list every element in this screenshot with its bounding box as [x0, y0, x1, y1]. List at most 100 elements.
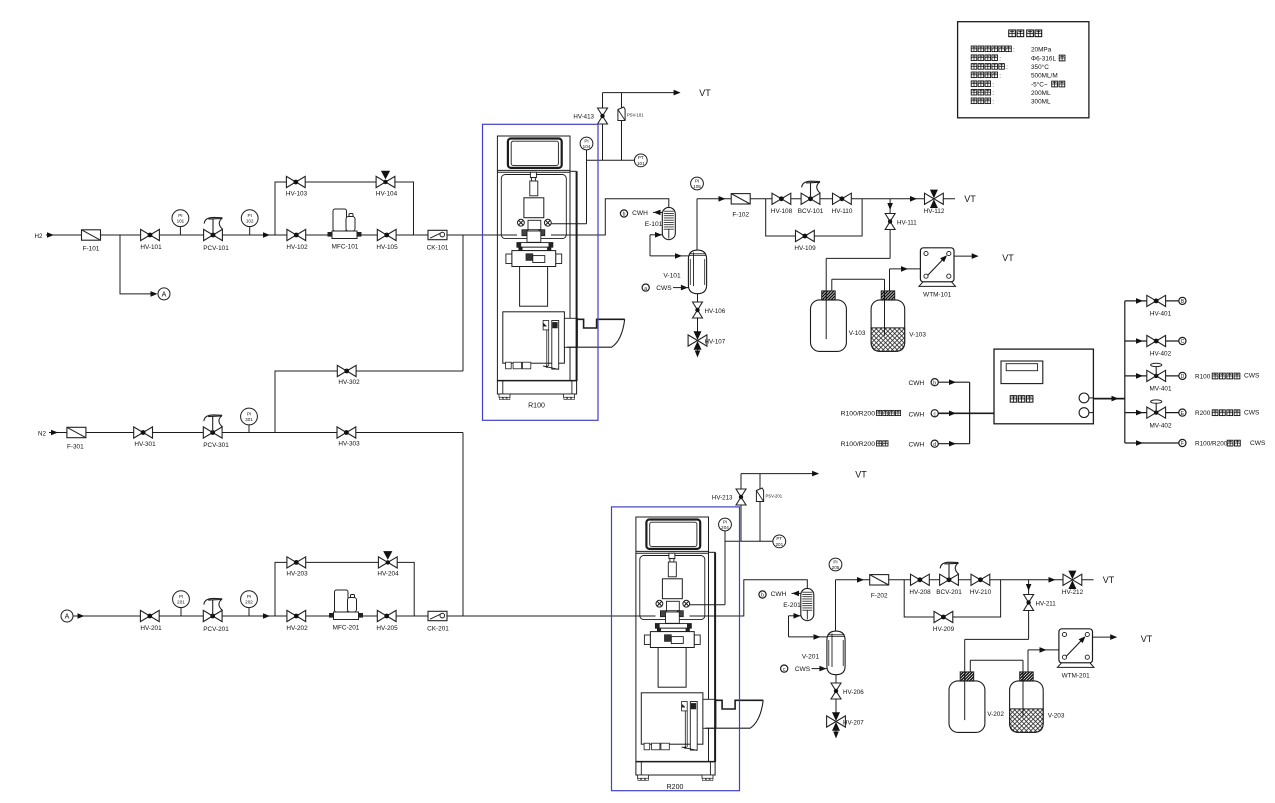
svg-text::: :	[999, 56, 1001, 63]
svg-text:R100/R200: R100/R200	[1195, 441, 1228, 448]
svg-text:VT: VT	[1002, 253, 1014, 263]
svg-text:CWS: CWS	[656, 285, 672, 292]
svg-text:HV-104: HV-104	[376, 191, 398, 198]
svg-text:202: 202	[245, 600, 253, 605]
svg-text:WTM-101: WTM-101	[923, 292, 951, 299]
svg-text:E-201: E-201	[783, 602, 801, 609]
svg-text:F-301: F-301	[67, 444, 84, 451]
svg-text:HV-302: HV-302	[338, 379, 360, 386]
svg-text:MV-401: MV-401	[1149, 386, 1171, 393]
svg-text:VT: VT	[699, 88, 711, 98]
svg-text:HV-108: HV-108	[771, 208, 793, 215]
svg-text:CK-101: CK-101	[427, 245, 449, 252]
svg-text:N2: N2	[38, 430, 46, 437]
svg-text:CWH: CWH	[908, 442, 924, 449]
svg-text:CK-201: CK-201	[427, 626, 449, 633]
svg-text:HV-105: HV-105	[376, 244, 398, 251]
svg-text:CWH: CWH	[771, 591, 787, 598]
svg-text:VT: VT	[1141, 634, 1153, 644]
svg-text:HV-101: HV-101	[140, 244, 162, 251]
svg-text:350°C: 350°C	[1031, 63, 1049, 71]
svg-text::: :	[992, 82, 994, 89]
svg-text:HV-202: HV-202	[286, 625, 308, 632]
svg-text:PI: PI	[248, 213, 252, 218]
svg-text:E: E	[1181, 411, 1185, 417]
svg-text:PI: PI	[723, 519, 727, 524]
svg-text:HV-111: HV-111	[897, 219, 917, 226]
svg-text:CWS: CWS	[1244, 409, 1260, 416]
svg-text:HV-107: HV-107	[705, 338, 726, 345]
svg-text:CWH: CWH	[908, 411, 924, 418]
svg-text:F-202: F-202	[871, 593, 888, 600]
svg-text:b: b	[623, 212, 626, 218]
svg-text:F-101: F-101	[83, 245, 100, 252]
svg-text:b: b	[761, 593, 764, 599]
svg-text:HV-201: HV-201	[140, 625, 162, 632]
svg-text:102: 102	[246, 219, 254, 224]
svg-text::: :	[992, 99, 994, 106]
svg-text:VT: VT	[964, 194, 976, 204]
svg-text:CWS: CWS	[1244, 373, 1260, 380]
svg-text:R100: R100	[528, 403, 545, 410]
svg-text:HV-212: HV-212	[1062, 589, 1084, 596]
svg-text:VT: VT	[855, 470, 867, 480]
svg-text:101: 101	[637, 161, 645, 166]
svg-text:204: 204	[721, 525, 729, 530]
svg-text:V-202: V-202	[987, 711, 1004, 718]
svg-text:a: a	[644, 286, 647, 292]
svg-text:HV-106: HV-106	[705, 308, 726, 315]
svg-text:R100/R200: R100/R200	[841, 411, 876, 418]
svg-text:PI: PI	[179, 594, 183, 599]
svg-text:500ML/M: 500ML/M	[1031, 73, 1058, 80]
svg-text:HV-110: HV-110	[832, 208, 853, 215]
svg-text:CWS: CWS	[1250, 440, 1266, 447]
svg-text:CWS: CWS	[795, 666, 811, 673]
svg-text:MV-402: MV-402	[1149, 422, 1171, 429]
svg-text:201: 201	[177, 600, 185, 605]
svg-text:HV-204: HV-204	[377, 571, 399, 578]
svg-text:301: 301	[245, 417, 253, 422]
svg-text:PI: PI	[178, 213, 182, 218]
svg-text:MFC-201: MFC-201	[333, 625, 360, 632]
svg-text:HV-301: HV-301	[134, 441, 156, 448]
svg-text:HV-207: HV-207	[843, 719, 864, 726]
svg-text:HV-103: HV-103	[286, 191, 308, 198]
svg-text:300ML: 300ML	[1031, 99, 1051, 106]
svg-text:BCV-101: BCV-101	[798, 208, 824, 215]
svg-text:V-103: V-103	[849, 330, 866, 337]
svg-text:PI: PI	[833, 559, 837, 564]
svg-text:b: b	[933, 380, 936, 386]
svg-text:PSV-101: PSV-101	[627, 113, 644, 118]
svg-text:Φ6-316L: Φ6-316L	[1031, 56, 1056, 63]
svg-text:HV-209: HV-209	[933, 626, 955, 633]
svg-text:HV-112: HV-112	[924, 208, 945, 215]
svg-text:E-101: E-101	[645, 221, 663, 228]
svg-text:104: 104	[583, 144, 591, 149]
svg-text:BCV-201: BCV-201	[936, 589, 962, 596]
svg-text:CWH: CWH	[632, 210, 648, 217]
svg-text:R200: R200	[667, 784, 684, 791]
svg-text:HV-102: HV-102	[286, 244, 308, 251]
svg-text:105: 105	[693, 184, 701, 189]
svg-text:HV-401: HV-401	[1150, 311, 1172, 318]
svg-text:F: F	[1181, 441, 1184, 447]
svg-text:PI: PI	[695, 178, 699, 183]
svg-text:PI: PI	[247, 594, 251, 599]
svg-text:PCV-201: PCV-201	[203, 626, 229, 633]
svg-text:205: 205	[832, 565, 840, 570]
svg-text:HV-211: HV-211	[1036, 600, 1057, 607]
svg-text:A: A	[162, 291, 167, 298]
svg-text:WTM-201: WTM-201	[1062, 673, 1090, 680]
svg-text:V-203: V-203	[1048, 712, 1065, 719]
svg-text:HV-303: HV-303	[338, 441, 360, 448]
svg-text::: :	[1006, 64, 1008, 71]
svg-text::: :	[999, 73, 1001, 80]
svg-text:MFC-101: MFC-101	[332, 244, 359, 251]
svg-text:VT: VT	[1103, 575, 1115, 585]
svg-text:HV-213: HV-213	[712, 495, 733, 502]
svg-text:PCV-301: PCV-301	[203, 442, 229, 449]
svg-text:HV-413: HV-413	[573, 114, 594, 121]
svg-text:HV-210: HV-210	[970, 589, 992, 596]
svg-text:R200: R200	[1195, 410, 1211, 417]
svg-text:c: c	[933, 412, 936, 418]
